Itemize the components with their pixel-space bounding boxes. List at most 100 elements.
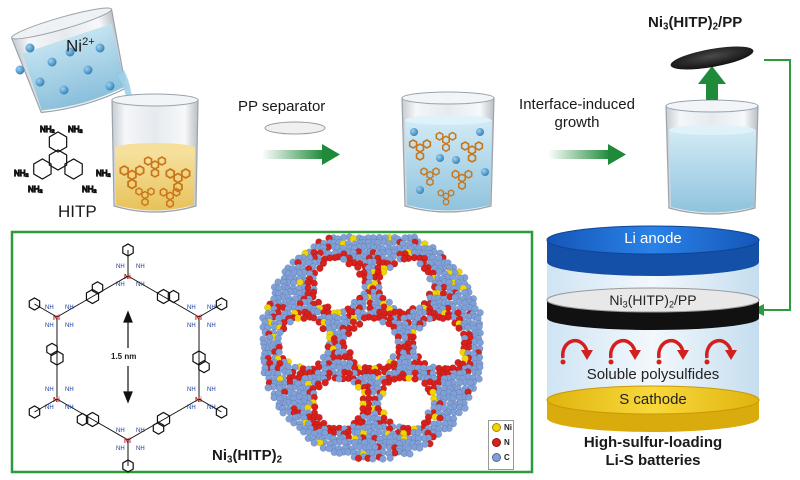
ni-node-label: Ni xyxy=(195,315,202,322)
ligand-molecule xyxy=(135,187,155,207)
ni-ion-ball xyxy=(416,186,424,194)
arrow2-label-line1: Interface-induced xyxy=(519,96,635,113)
mof-atom xyxy=(349,318,358,326)
mof-atom xyxy=(421,379,429,387)
mof-atom xyxy=(300,314,308,322)
mof-atom xyxy=(360,314,369,322)
nh-group-label: NH xyxy=(65,405,74,411)
framework-bond xyxy=(163,296,200,318)
framework-bond xyxy=(92,419,129,441)
mof-atom xyxy=(386,454,394,462)
nh-group-label: NH xyxy=(207,305,216,311)
mof-atom xyxy=(310,439,318,447)
framework-bond xyxy=(56,398,93,420)
element-legend: Ni N C xyxy=(488,420,514,470)
nh-group-label: NH xyxy=(207,387,216,393)
ligand-molecule xyxy=(435,131,457,153)
nh-group-label: NH xyxy=(65,323,74,329)
beaker-final-solution xyxy=(665,99,759,215)
mof-atom xyxy=(385,320,393,328)
mof-atom xyxy=(319,325,327,333)
mof-atom xyxy=(315,413,323,422)
mof-atom xyxy=(319,259,328,267)
ni-ion-ball xyxy=(452,156,460,164)
nh2-group-label: NH₂ xyxy=(68,125,83,134)
pore-size-label: 1.5 nm xyxy=(111,352,137,361)
ni-ion-ball xyxy=(15,65,25,75)
ni-ion-ball xyxy=(25,43,35,53)
ni-ion-ball xyxy=(59,85,69,95)
nh-group-label: NH xyxy=(116,446,125,452)
framework-arm xyxy=(34,303,58,318)
nh2-group-label: NH₂ xyxy=(82,185,97,194)
ni-node-label: Ni xyxy=(124,274,131,281)
ni-ion-ball xyxy=(83,65,93,75)
framework-title: Ni3(HITP)2 xyxy=(212,447,283,466)
mof-atom xyxy=(314,308,322,316)
arrow-interface-growth xyxy=(548,144,626,165)
arrow1-label: PP separator xyxy=(238,98,326,115)
mof-atom xyxy=(275,348,283,356)
mof-atom xyxy=(335,449,344,457)
mof-atom xyxy=(345,260,353,268)
ligand-molecule xyxy=(420,167,440,187)
mof-atom xyxy=(350,324,358,333)
mof-atom xyxy=(416,324,424,332)
nh-group-label: NH xyxy=(136,264,145,270)
mof-atom xyxy=(474,368,483,377)
mof-atom xyxy=(465,393,473,401)
nh-group-label: NH xyxy=(187,387,196,393)
nh-group-label: NH xyxy=(187,305,196,311)
nh2-group-label: NH₂ xyxy=(96,169,111,178)
ligand-molecule xyxy=(451,169,473,191)
mof-atom xyxy=(356,320,364,328)
ni-ion-ball xyxy=(105,81,115,91)
ni-node-label: Ni xyxy=(53,315,60,322)
mof-atom xyxy=(475,375,483,383)
mof-atom xyxy=(340,255,348,263)
nh-group-label: NH xyxy=(45,323,54,329)
framework-bond xyxy=(127,419,164,441)
legend-c-swatch xyxy=(492,453,501,462)
mof-atom xyxy=(354,454,363,463)
battery-caption: High-sulfur-loading Li-S batteries xyxy=(547,434,759,470)
legend-ni-swatch xyxy=(492,423,501,432)
mof-atom xyxy=(376,273,384,281)
framework-bond xyxy=(92,275,129,297)
mof-atom xyxy=(364,388,372,396)
mof-atom xyxy=(379,455,387,463)
beaker-hitp-solution xyxy=(111,93,199,213)
mof-atom xyxy=(356,270,364,278)
mof-atom xyxy=(354,253,363,262)
nh-group-label: NH xyxy=(45,305,54,311)
legend-c: C xyxy=(492,453,510,462)
ni-ion-ball xyxy=(65,47,75,57)
legend-ni-label: Ni xyxy=(504,423,512,432)
ligand-molecule xyxy=(437,189,455,206)
battery-cathode-label: S cathode xyxy=(619,391,687,408)
pore-size-arrow xyxy=(123,310,133,404)
ni-ion-ball xyxy=(436,154,444,162)
mof-atom xyxy=(381,378,389,387)
framework-bond xyxy=(127,275,164,297)
mof-atom xyxy=(345,330,353,338)
mof-atom xyxy=(406,450,414,458)
mof-atom xyxy=(416,260,424,268)
mof-atom xyxy=(405,374,413,382)
mof-atom xyxy=(455,409,463,417)
mof-atom xyxy=(290,419,298,427)
polysulfide-shuttle-arrow xyxy=(704,339,737,365)
nh-group-label: NH xyxy=(116,264,125,270)
nh2-group-label: NH₂ xyxy=(14,169,29,178)
battery-polysulfides-label: Soluble polysulfides xyxy=(586,366,720,383)
product-label: Ni3(HITP)2/PP xyxy=(648,14,743,33)
ni-node-label: Ni xyxy=(195,397,202,404)
mof-atom xyxy=(416,444,424,452)
arrow2-label-line2: growth xyxy=(554,114,600,131)
arrow-pp-separator xyxy=(262,121,340,165)
nh-group-label: NH xyxy=(45,387,54,393)
ni-ion-ball xyxy=(47,57,57,67)
mof-atom xyxy=(476,338,484,347)
nh-group-label: NH xyxy=(116,428,125,434)
